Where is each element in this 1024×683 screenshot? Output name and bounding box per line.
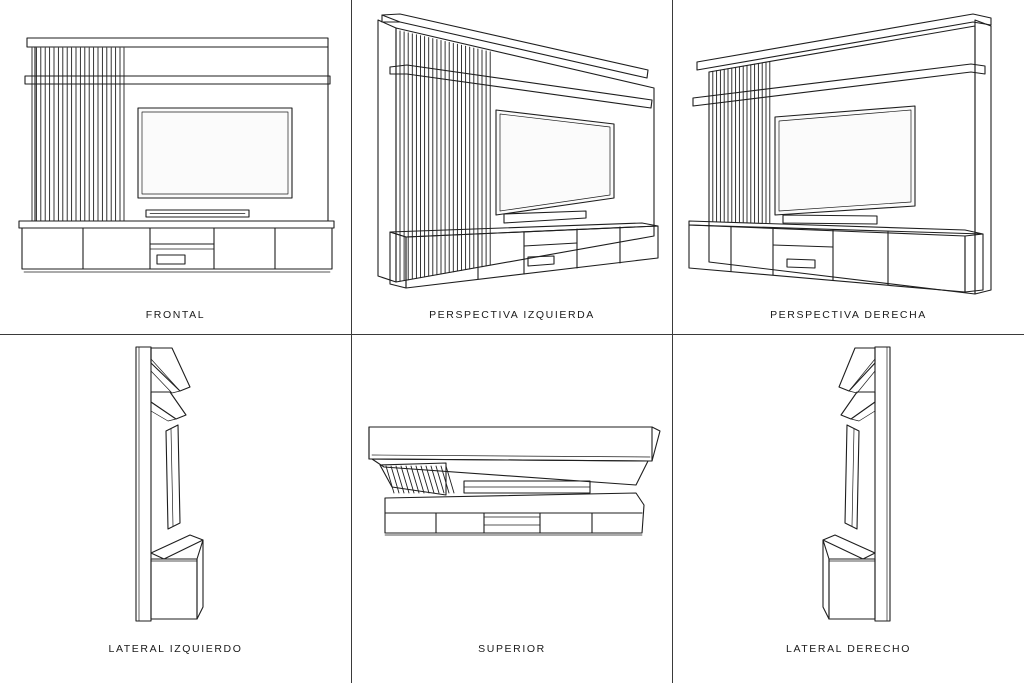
caption-lateral-izquierdo: LATERAL IZQUIERDO [108,643,243,655]
lateral-izquierdo-drawing [135,346,204,622]
frontal-drawing [18,37,335,273]
caption-superior: SUPERIOR [478,643,546,655]
caption-perspectiva-izquierda: PERSPECTIVA IZQUIERDA [429,309,595,321]
view-superior: SUPERIOR [352,335,672,683]
slat-line [425,465,435,494]
horizontal-divider [0,334,1024,335]
slat-line [445,465,455,494]
caption-perspectiva-derecha: PERSPECTIVA DERECHA [770,309,927,321]
view-perspectiva-izquierda: PERSPECTIVA IZQUIERDA [352,0,672,334]
perspectiva-izquierda-drawing [377,13,659,289]
slat-line [385,465,395,494]
vertical-divider-right [672,0,673,683]
perspectiva-izquierda-slats [399,30,491,282]
perspectiva-derecha-drawing [688,13,992,295]
view-lateral-derecho: LATERAL DERECHO [673,335,1024,683]
slat-line [435,465,445,494]
slat-line [400,465,410,494]
lateral-derecho-drawing [822,346,891,622]
slat-line [410,465,420,494]
perspectiva-derecha-slats [708,61,771,224]
view-frontal: FRONTAL [0,0,351,334]
frontal-slats [31,47,125,222]
superior-slats [385,465,455,494]
caption-lateral-derecho: LATERAL DERECHO [786,643,911,655]
slat-line [415,465,425,494]
vertical-divider-left [351,0,352,683]
slat-line [430,465,440,494]
view-lateral-izquierdo: LATERAL IZQUIERDO [0,335,351,683]
slat-line [440,465,450,494]
slat-line [390,465,400,494]
caption-frontal: FRONTAL [145,309,206,321]
superior-drawing [368,426,661,536]
slat-line [420,465,430,494]
view-perspectiva-derecha: PERSPECTIVA DERECHA [673,0,1024,334]
slat-line [395,465,405,494]
slat-line [405,465,415,494]
